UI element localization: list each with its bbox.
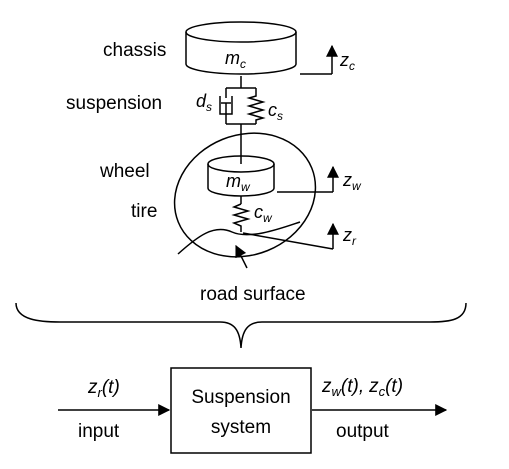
zw-label: zw bbox=[342, 170, 362, 193]
chassis-mass: mc bbox=[185, 21, 297, 75]
block-title-line2: system bbox=[211, 417, 271, 438]
block-title-line1: Suspension bbox=[191, 387, 290, 408]
zc-label: zc bbox=[339, 50, 355, 73]
tire-spring bbox=[231, 196, 251, 232]
suspension-label: suspension bbox=[66, 93, 162, 114]
road-surface-pointer bbox=[235, 244, 248, 269]
tire-label: tire bbox=[131, 201, 157, 222]
wheel-label: wheel bbox=[99, 161, 150, 182]
input-signal: zr(t) bbox=[87, 377, 120, 400]
zw-arrow bbox=[277, 165, 339, 193]
road-surface-curve bbox=[177, 221, 301, 255]
zr-arrow bbox=[242, 222, 339, 250]
grouping-brace bbox=[15, 302, 467, 349]
tire-spring-symbol: cw bbox=[254, 202, 273, 225]
suspension-spring-symbol: cs bbox=[268, 100, 283, 123]
tire-ring bbox=[173, 132, 317, 258]
road-surface-label: road surface bbox=[200, 284, 306, 305]
zc-arrow bbox=[300, 44, 338, 75]
wheel-mass: mw bbox=[207, 155, 275, 197]
zr-label: zr bbox=[342, 225, 357, 248]
wheel-mass-symbol: mw bbox=[226, 171, 251, 194]
output-signal: zw(t),zc(t) bbox=[321, 376, 403, 399]
output-label: output bbox=[336, 421, 390, 442]
chassis-label: chassis bbox=[103, 40, 166, 61]
suspension-system-block bbox=[170, 367, 312, 454]
input-label: input bbox=[78, 421, 120, 442]
chassis-mass-symbol: mc bbox=[225, 48, 246, 71]
damper-symbol: ds bbox=[196, 91, 212, 114]
suspension-assembly bbox=[219, 76, 266, 164]
